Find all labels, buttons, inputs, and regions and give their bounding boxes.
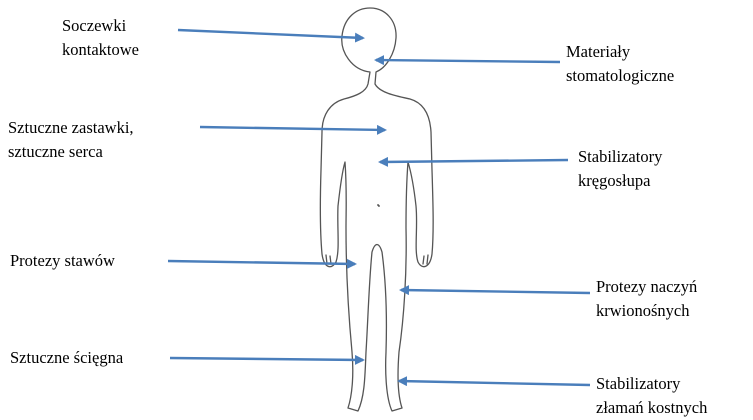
body-silhouette [320,8,433,411]
label-line: stomatologiczne [566,64,674,88]
arrow-dental-materials [376,60,560,62]
arrow-artificial-tendons [170,358,363,360]
arrow-spine-stabilizers [380,160,568,162]
label-line: Sztuczne zastawki, [8,116,134,140]
label-dental-materials: Materiały stomatologiczne [566,40,674,88]
label-line: kontaktowe [62,38,139,62]
label-artificial-tendons: Sztuczne ścięgna [10,346,123,370]
label-line: Materiały [566,40,674,64]
arrow-contact-lenses [178,30,363,38]
label-line: Sztuczne ścięgna [10,346,123,370]
human-body-outline [320,8,433,411]
label-fracture-stabilizers: Stabilizatory złamań kostnych [596,372,707,420]
label-line: Protezy naczyń [596,275,697,299]
arrow-vessel-prostheses [401,290,590,293]
arrow-fracture-stabilizers [399,381,590,385]
label-line: krwionośnych [596,299,697,323]
label-line: Stabilizatory [596,372,707,396]
label-line: złamań kostnych [596,396,707,420]
label-contact-lenses: Soczewki kontaktowe [62,14,139,62]
right-hand-detail [423,255,428,264]
label-joint-prostheses: Protezy stawów [10,249,115,273]
label-line: Soczewki [62,14,139,38]
arrow-heart-valves [200,127,385,130]
label-line: Protezy stawów [10,249,115,273]
label-line: kręgosłupa [578,169,662,193]
navel [378,205,379,206]
label-heart-valves: Sztuczne zastawki, sztuczne serca [8,116,134,164]
label-spine-stabilizers: Stabilizatory kręgosłupa [578,145,662,193]
label-vessel-prostheses: Protezy naczyń krwionośnych [596,275,697,323]
label-line: sztuczne serca [8,140,134,164]
label-line: Stabilizatory [578,145,662,169]
